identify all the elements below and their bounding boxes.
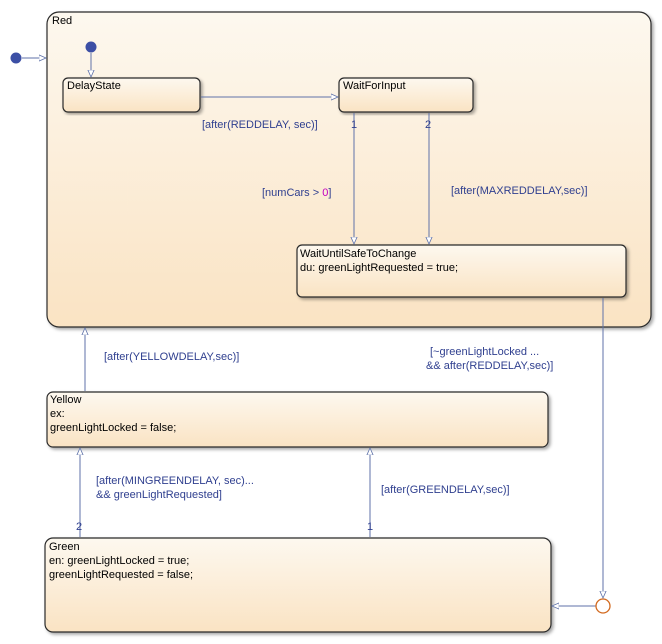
state-yellow[interactable]: Yellow ex: greenLightLocked = false; <box>46 391 549 448</box>
state-wait-until-safe-action: du: greenLightRequested = true; <box>300 262 458 274</box>
transition-safe-to-junction-label-2: && after(REDDELAY,sec)] <box>426 360 553 372</box>
transition-maxreddelay-priority: 2 <box>425 119 431 131</box>
transition-delay-to-wait-label: [after(REDDELAY, sec)] <box>202 119 318 131</box>
transition-safe-to-junction[interactable]: [~greenLightLocked ... && after(REDDELAY… <box>426 298 603 598</box>
state-wait-until-safe[interactable]: WaitUntilSafeToChange du: greenLightRequ… <box>296 244 627 298</box>
state-green-action-2: greenLightRequested = false; <box>49 569 193 581</box>
state-green-title: Green <box>49 541 80 553</box>
transition-greendelay-priority: 1 <box>367 521 373 533</box>
default-transition-inner-dot <box>85 41 97 53</box>
transition-yellow-to-red-label: [after(YELLOWDELAY,sec)] <box>104 351 239 363</box>
transition-yellow-to-red[interactable]: [after(YELLOWDELAY,sec)] <box>85 328 239 391</box>
default-transition-dot <box>10 52 22 64</box>
transition-numcars[interactable]: 1 [numCars > 0] <box>262 113 357 244</box>
state-delay-state-title: DelayState <box>67 80 121 92</box>
transition-greendelay[interactable]: 1 [after(GREENDELAY,sec)] <box>367 448 510 537</box>
transition-safe-to-junction-label-1: [~greenLightLocked ... <box>430 346 539 358</box>
state-delay-state[interactable]: DelayState <box>62 77 201 113</box>
transition-greendelay-label: [after(GREENDELAY,sec)] <box>381 484 510 496</box>
state-yellow-action-1: ex: <box>50 408 65 420</box>
default-transition-top[interactable] <box>10 52 47 64</box>
state-green-action-1: en: greenLightLocked = true; <box>49 555 189 567</box>
state-wait-for-input-title: WaitForInput <box>343 80 406 92</box>
transition-mingreendelay[interactable]: 2 [after(MINGREENDELAY, sec)... && green… <box>76 448 254 537</box>
state-yellow-action-2: greenLightLocked = false; <box>50 422 176 434</box>
state-green[interactable]: Green en: greenLightLocked = true; green… <box>44 537 552 633</box>
state-wait-for-input[interactable]: WaitForInput <box>338 77 474 113</box>
junction[interactable] <box>595 598 611 614</box>
transition-numcars-priority: 1 <box>351 119 357 131</box>
state-red-title: Red <box>52 15 72 27</box>
transition-delay-to-wait[interactable]: [after(REDDELAY, sec)] <box>201 97 338 131</box>
transition-numcars-label: [numCars > 0] <box>262 187 331 199</box>
transition-mingreendelay-label-1: [after(MINGREENDELAY, sec)... <box>96 475 254 487</box>
default-transition-inner[interactable] <box>85 41 97 78</box>
transition-mingreendelay-label-2: && greenLightRequested] <box>96 489 222 501</box>
transition-maxreddelay[interactable]: 2 [after(MAXREDDELAY,sec)] <box>425 113 588 244</box>
state-yellow-title: Yellow <box>50 394 81 406</box>
transition-maxreddelay-label: [after(MAXREDDELAY,sec)] <box>451 185 588 197</box>
transition-mingreendelay-priority: 2 <box>76 521 82 533</box>
state-wait-until-safe-title: WaitUntilSafeToChange <box>300 248 416 260</box>
